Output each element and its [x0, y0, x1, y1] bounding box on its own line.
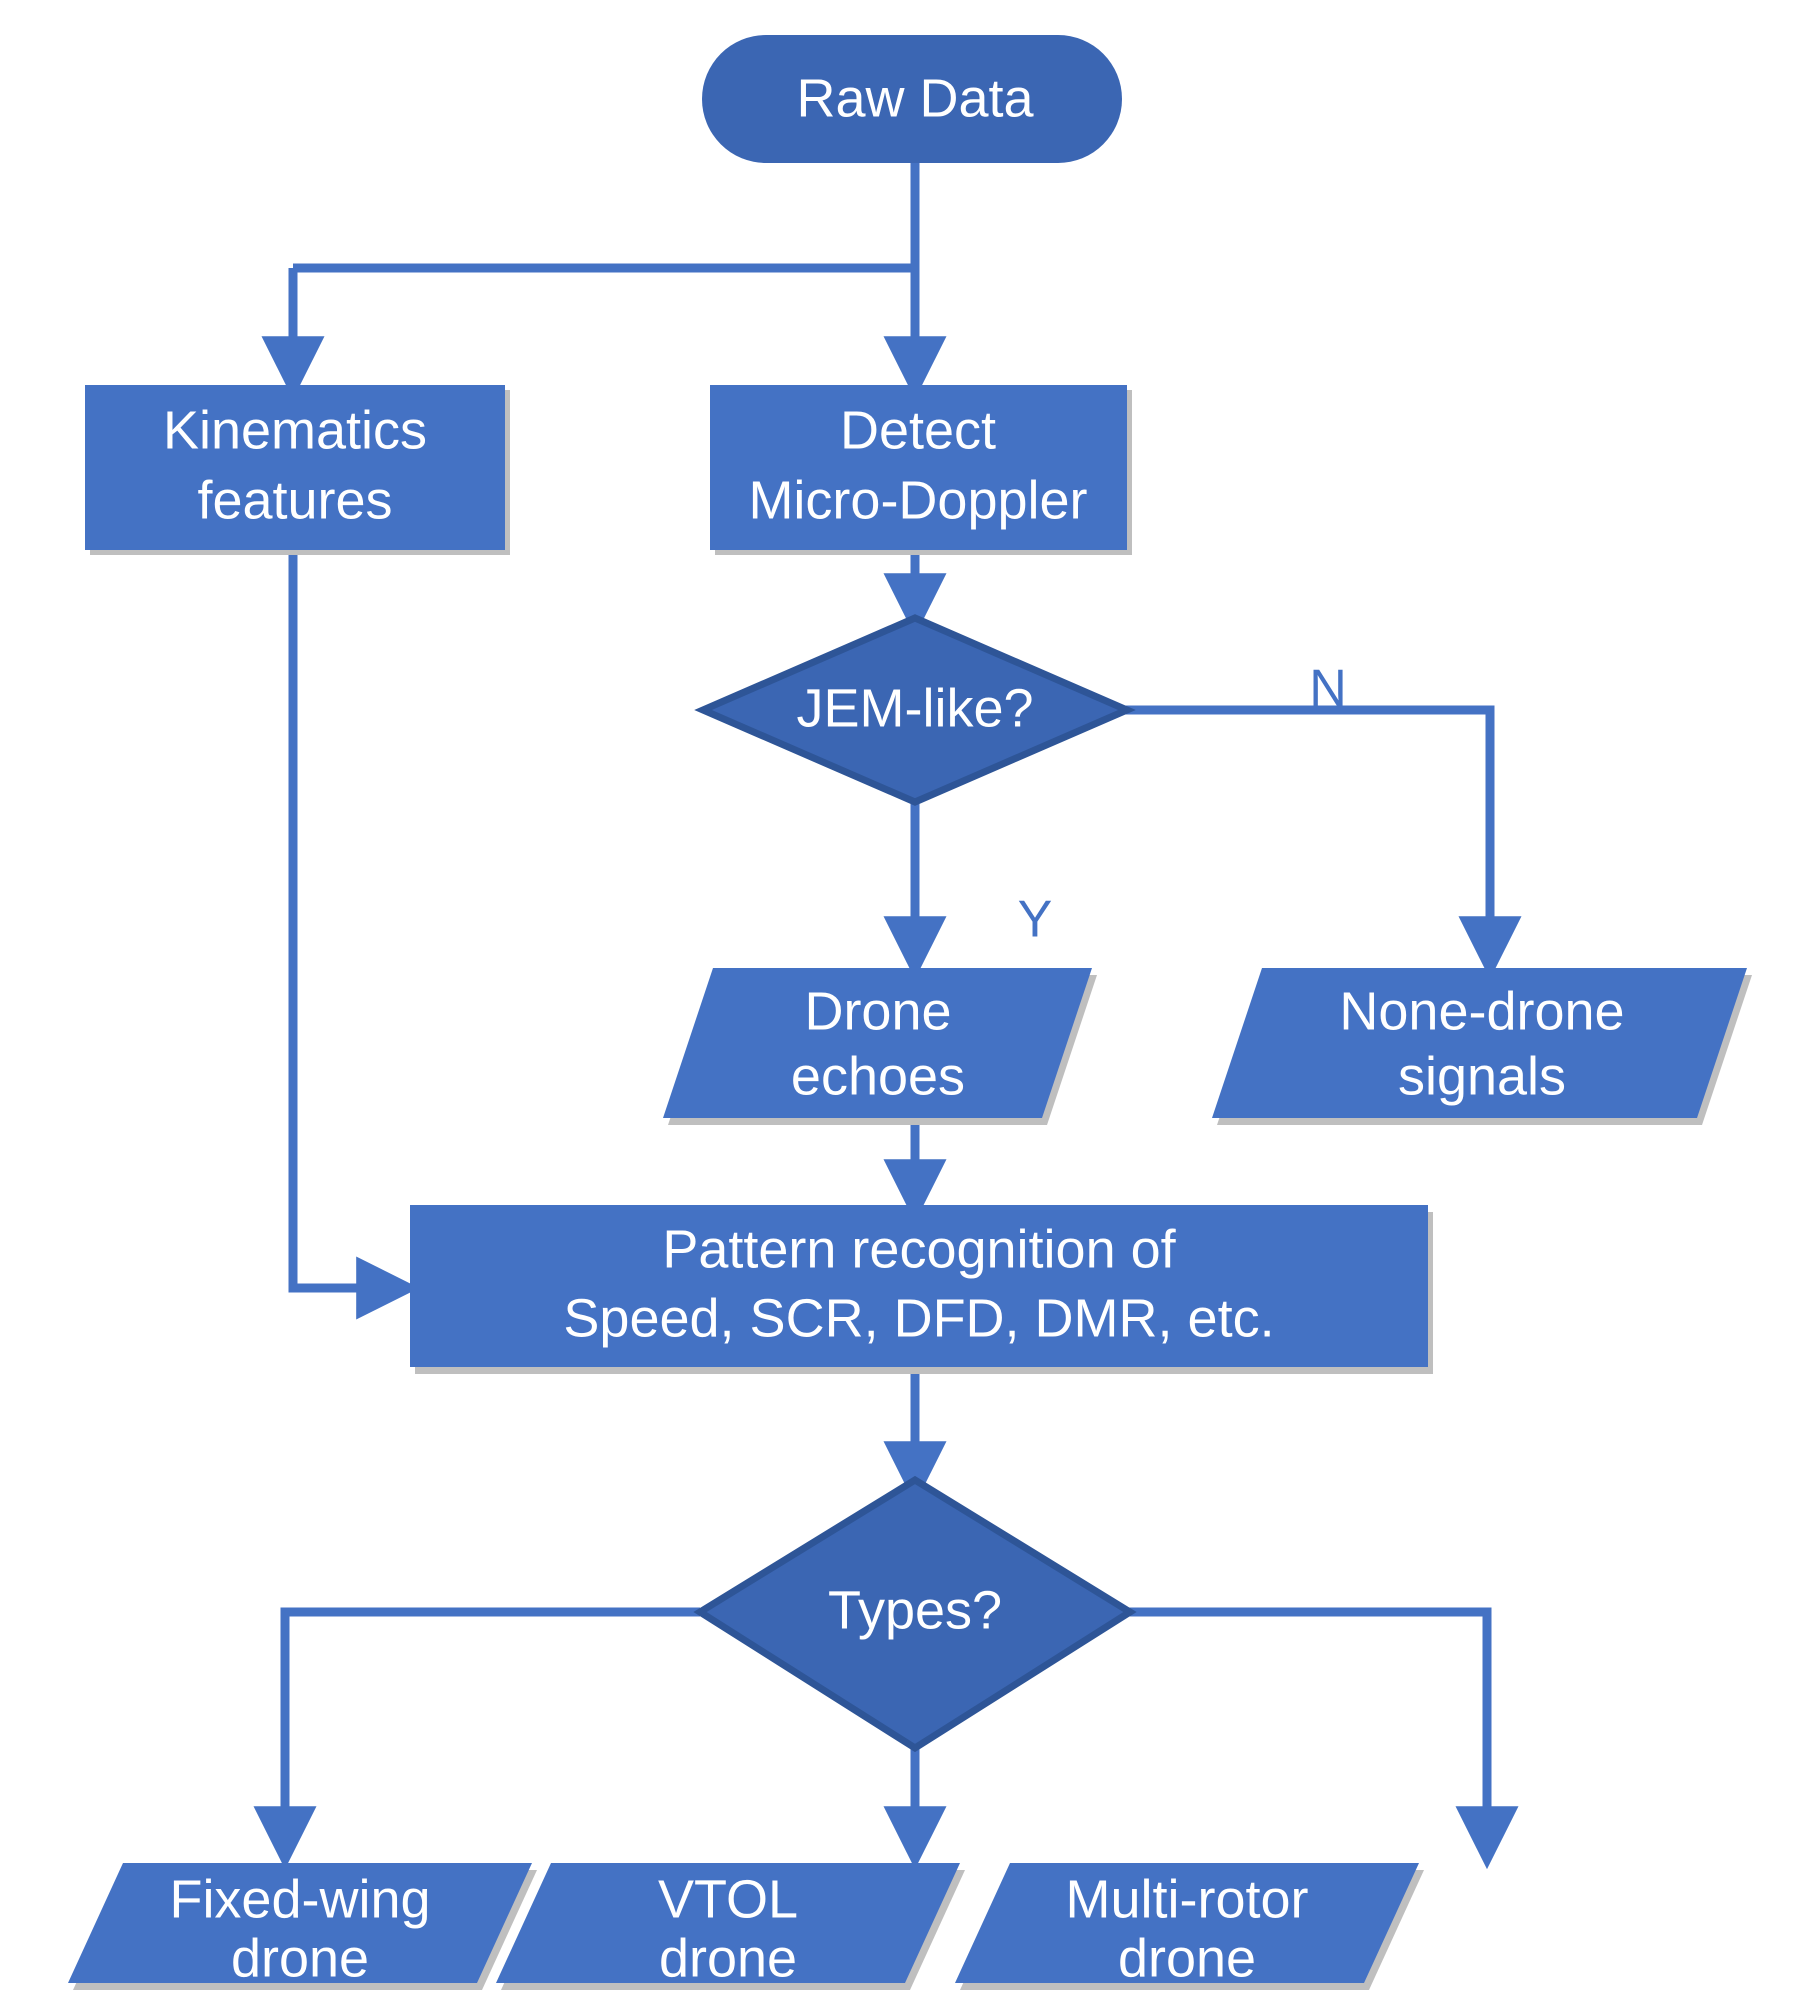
vtol-label-line2: drone	[659, 1928, 797, 1988]
detect-label-line2: Micro-Doppler	[748, 470, 1087, 530]
pattern-label-line1: Pattern recognition of	[662, 1219, 1176, 1279]
connector-layer	[253, 160, 1522, 1870]
drone-echoes-label-line2: echoes	[791, 1046, 965, 1106]
detect-label-line1: Detect	[840, 400, 996, 460]
vtol-label-line1: VTOL	[658, 1869, 798, 1929]
node-vtol-drone[interactable]: VTOL drone	[496, 1863, 965, 1990]
jem-like-label: JEM-like?	[796, 678, 1033, 738]
none-drone-label-line2: signals	[1398, 1046, 1566, 1106]
types-shape	[693, 1475, 1137, 1753]
jem-like-shape	[694, 614, 1136, 806]
vtol-shape	[496, 1863, 960, 1983]
fixed-wing-label-line2: drone	[231, 1928, 369, 1988]
node-types-decision[interactable]: Types?	[693, 1475, 1137, 1753]
node-kinematics-features[interactable]: Kinematics features	[85, 385, 510, 555]
pattern-shape	[410, 1205, 1428, 1367]
node-raw-data[interactable]: Raw Data	[702, 35, 1122, 163]
connector-types-to-fixedwing	[253, 1607, 700, 1870]
node-none-drone-signals[interactable]: None-drone signals	[1212, 968, 1752, 1125]
fixed-wing-shape	[68, 1863, 532, 1983]
kinematics-label-line2: features	[197, 470, 392, 530]
edge-label-no: N	[1309, 660, 1347, 718]
none-drone-shape	[1212, 968, 1747, 1118]
node-drone-echoes[interactable]: Drone echoes	[663, 968, 1097, 1125]
types-label: Types?	[828, 1580, 1002, 1640]
multi-rotor-shape	[955, 1863, 1419, 1983]
drone-echoes-shape	[663, 968, 1092, 1118]
node-fixed-wing-drone[interactable]: Fixed-wing drone	[68, 1863, 537, 1990]
kinematics-label-line1: Kinematics	[163, 400, 427, 460]
detect-shape	[710, 385, 1127, 550]
node-pattern-recognition[interactable]: Pattern recognition of Speed, SCR, DFD, …	[410, 1205, 1433, 1374]
raw-data-shape	[702, 35, 1122, 163]
none-drone-label-line1: None-drone	[1339, 981, 1624, 1041]
multi-rotor-label-line2: drone	[1118, 1928, 1256, 1988]
connector-types-to-multirotor	[1128, 1607, 1519, 1870]
fixed-wing-label-line1: Fixed-wing	[169, 1869, 430, 1929]
node-multi-rotor-drone[interactable]: Multi-rotor drone	[955, 1863, 1424, 1990]
edge-label-yes: Y	[1018, 891, 1053, 949]
kinematics-shape	[85, 385, 505, 550]
raw-data-label: Raw Data	[796, 68, 1034, 128]
connector-kinematics-to-pattern	[288, 550, 420, 1320]
pattern-label-line2: Speed, SCR, DFD, DMR, etc.	[563, 1288, 1274, 1348]
multi-rotor-label-line1: Multi-rotor	[1065, 1869, 1308, 1929]
node-jem-like-decision[interactable]: JEM-like?	[694, 614, 1136, 806]
node-detect-micro-doppler[interactable]: Detect Micro-Doppler	[710, 385, 1132, 555]
drone-echoes-label-line1: Drone	[804, 981, 951, 1041]
connector-jem-no	[1125, 705, 1522, 980]
